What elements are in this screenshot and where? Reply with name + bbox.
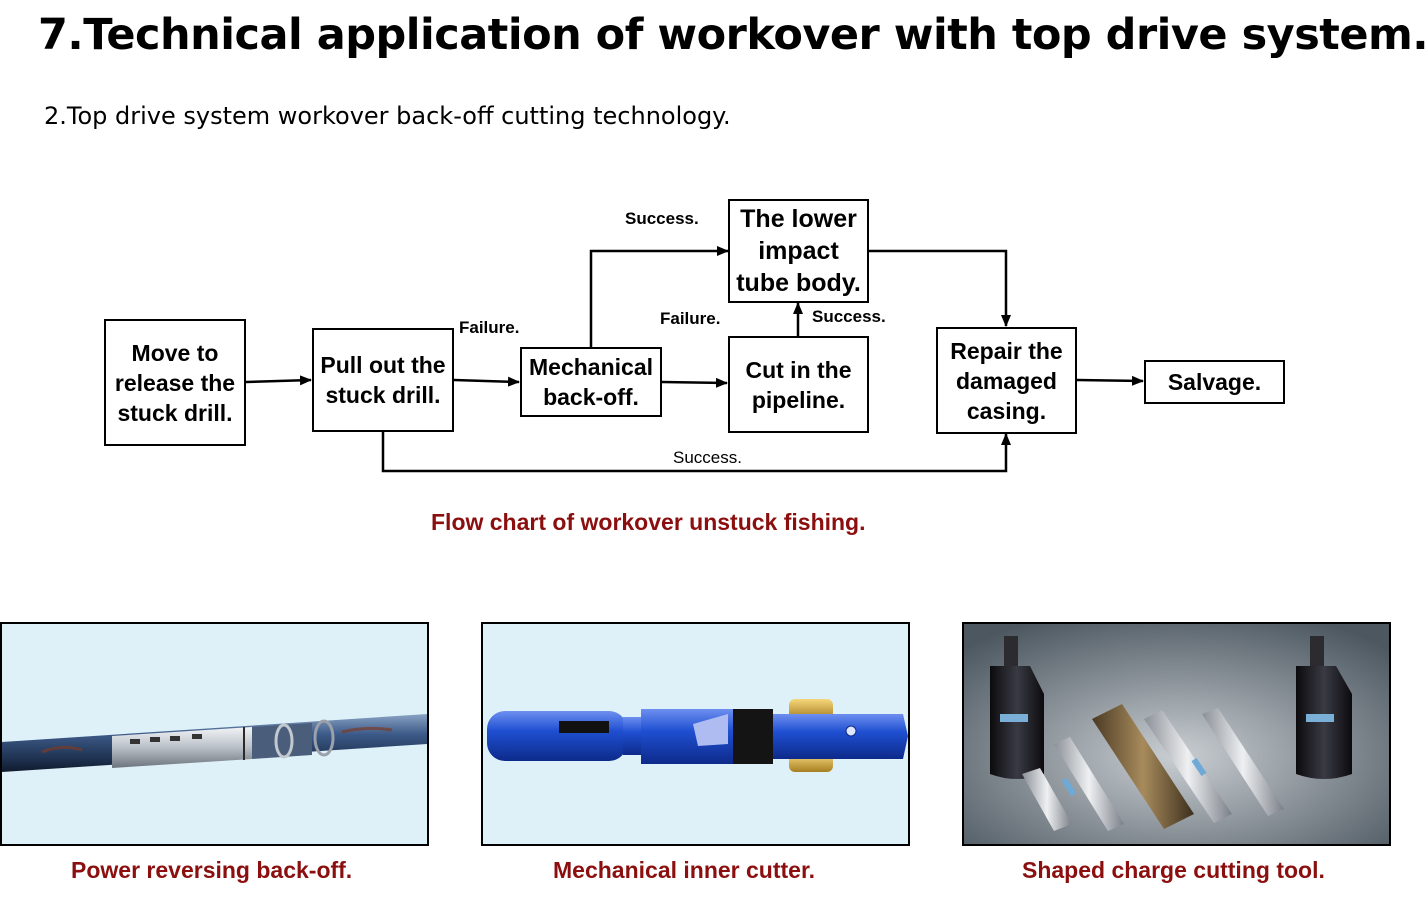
edge-repair-to-salvage <box>1076 375 1144 386</box>
edge-lower-to-repair <box>868 249 1011 327</box>
flowchart-connectors <box>245 246 1144 473</box>
flowchart-caption: Flow chart of workover unstuck fishing. <box>431 509 866 535</box>
label-mech-to-cut-failure: Failure. <box>660 309 721 328</box>
edge-pull-to-mech <box>453 376 520 387</box>
edge-mech-to-lower <box>589 246 729 348</box>
tool-caption-shaped-charge: Shaped charge cutting tool. <box>1022 857 1325 883</box>
edge-pull-to-repair <box>381 432 1011 473</box>
node-salvage: Salvage. <box>1144 360 1285 404</box>
page-title: 7.Technical application of workover with… <box>38 10 1428 60</box>
label-mech-to-lower-success: Success. <box>625 209 699 228</box>
page-subtitle: 2.Top drive system workover back-off cut… <box>44 102 731 130</box>
label-pull-to-repair-success: Success. <box>673 448 742 467</box>
label-cut-to-lower-success: Success. <box>812 307 886 326</box>
tool-caption-mechanical-inner-cutter: Mechanical inner cutter. <box>553 857 816 883</box>
edge-mech-to-cut <box>661 377 728 388</box>
mechanical-inner-cutter-photo <box>481 622 910 846</box>
shaped-charge-cutting-tool-photo <box>962 622 1391 846</box>
label-pull-to-mech-failure: Failure. <box>459 318 520 337</box>
tool-caption-power-reversing: Power reversing back-off. <box>71 857 353 883</box>
power-reversing-backoff-tool-photo <box>0 622 429 846</box>
edge-move-to-pull <box>245 375 312 386</box>
